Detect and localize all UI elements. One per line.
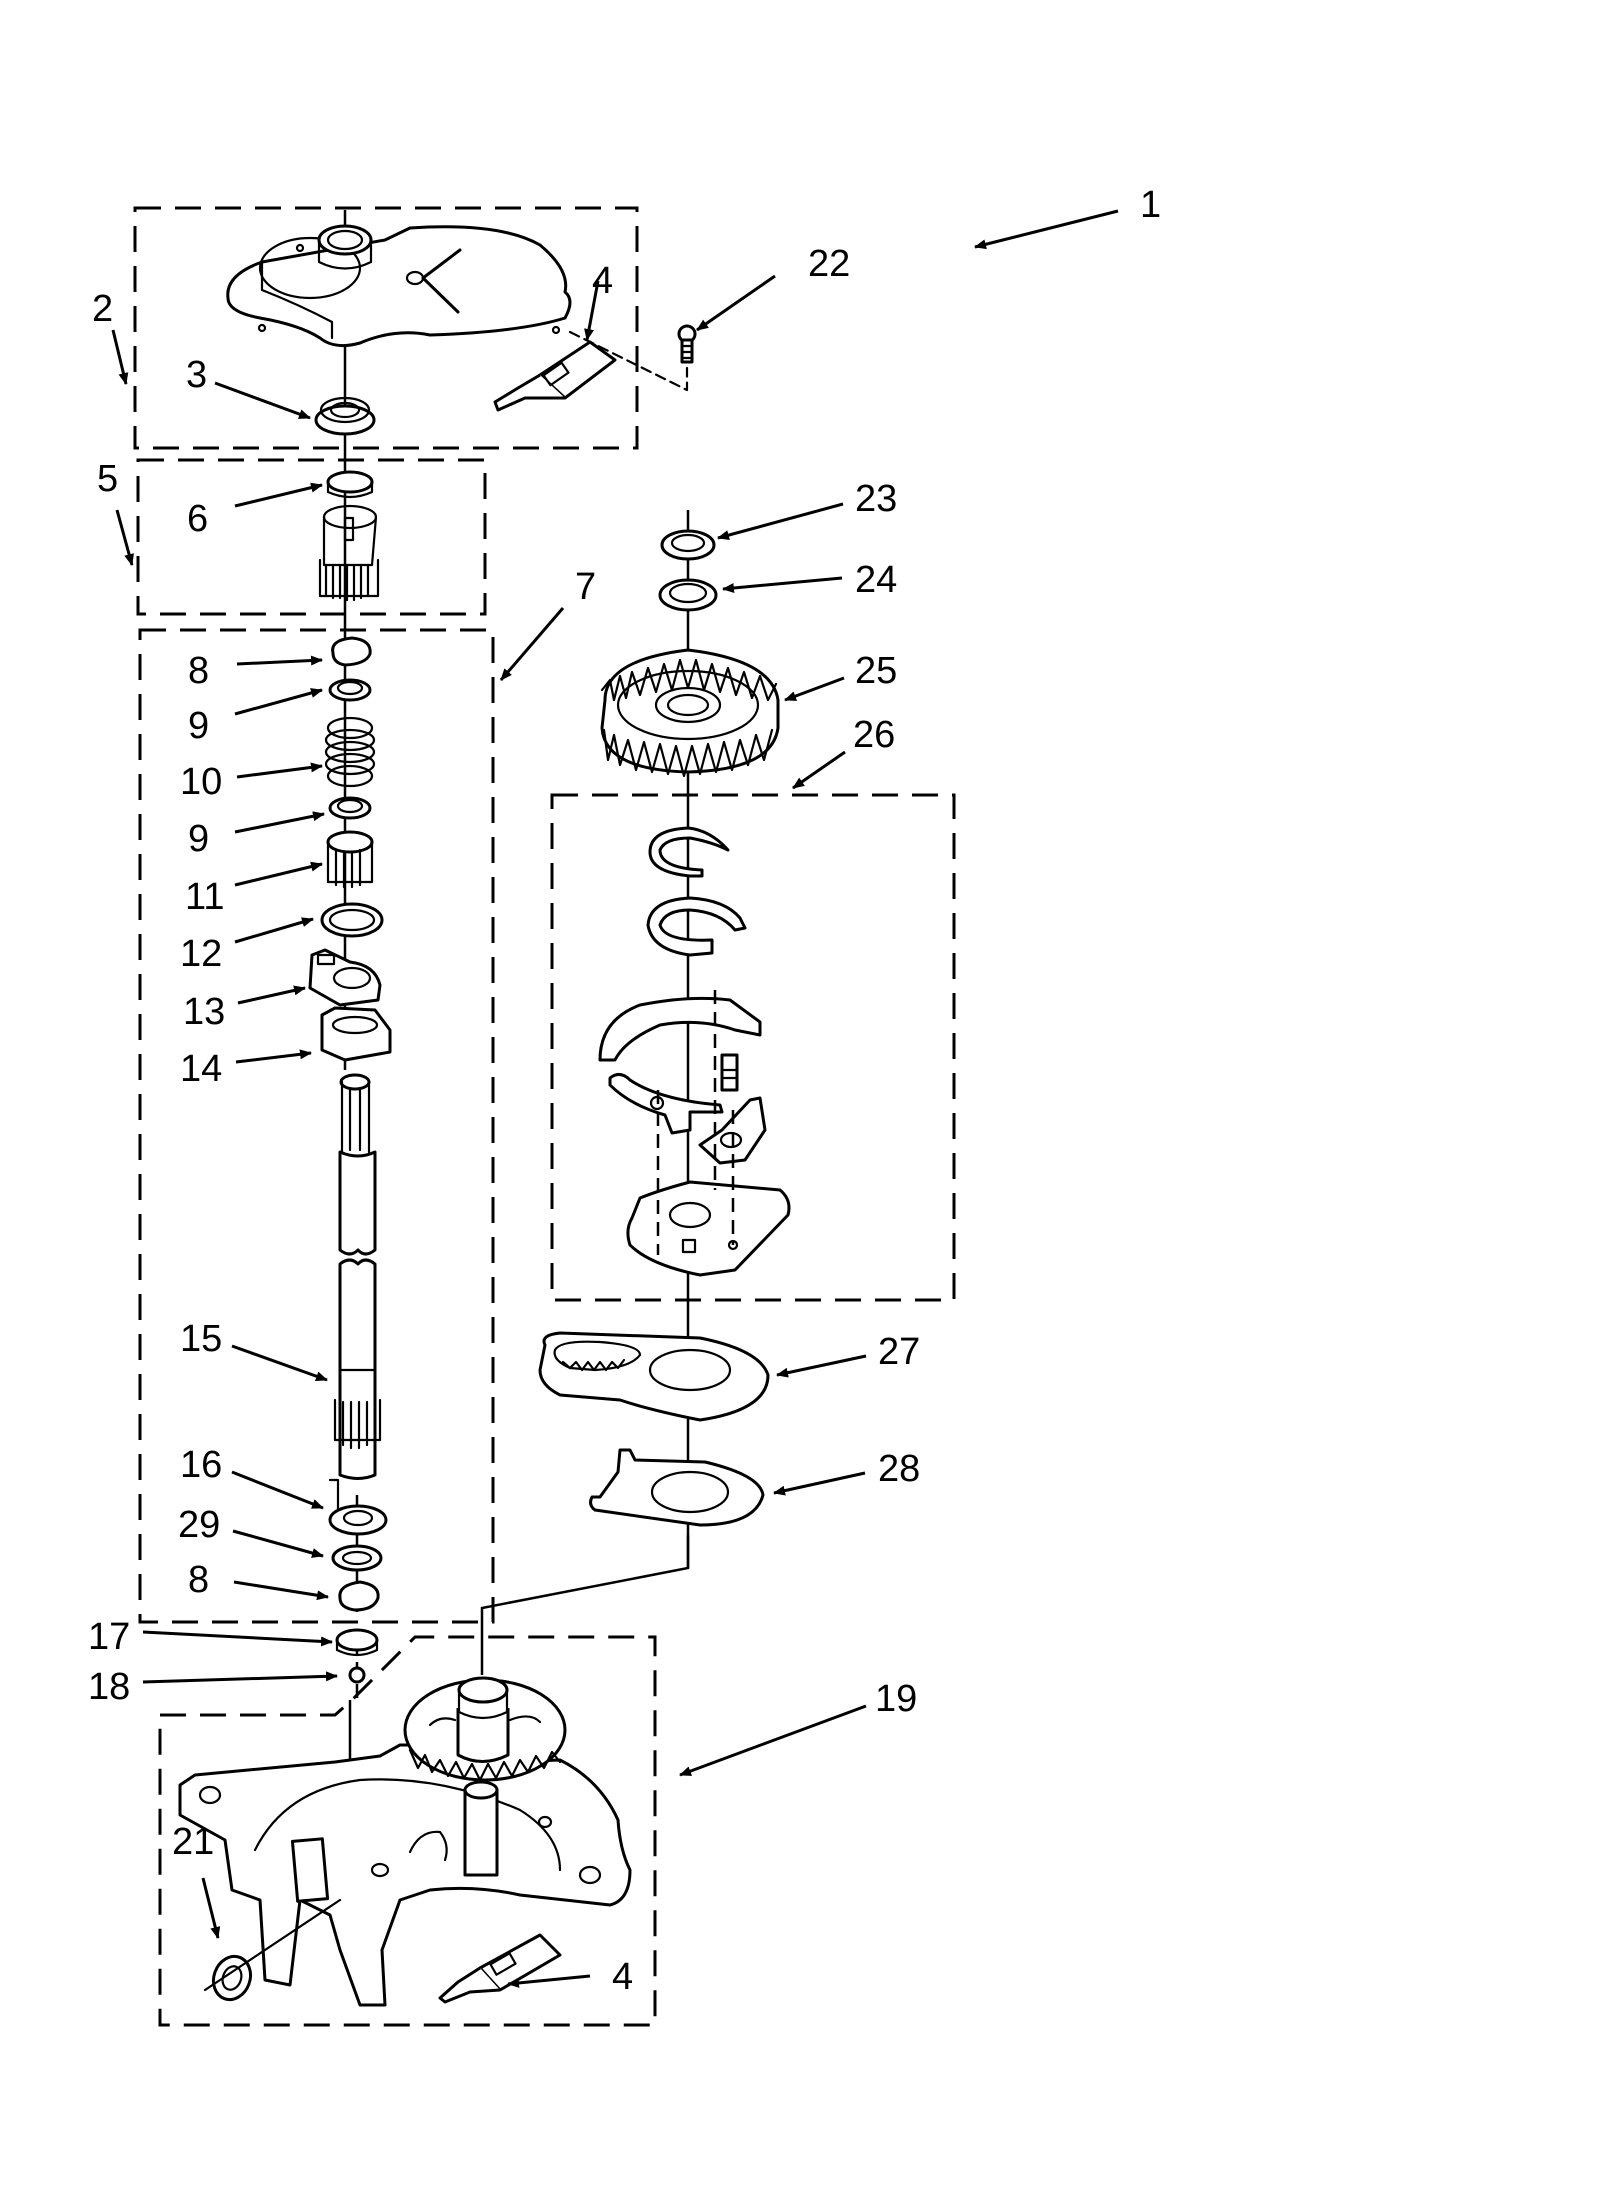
part-washer-16 <box>328 1478 388 1536</box>
part-gear-11 <box>326 830 374 889</box>
part-spring-10 <box>324 716 376 788</box>
part-brake-arm <box>608 1073 724 1135</box>
callout-26: 26 <box>853 714 896 756</box>
callout-23: 23 <box>855 478 898 520</box>
callout-17: 17 <box>88 1616 131 1658</box>
part-ring-23 <box>660 529 716 561</box>
connector-line <box>480 1535 690 1675</box>
callout-4-bottom: 4 <box>612 1956 634 1998</box>
part-clutch-14 <box>320 1006 392 1062</box>
part-pinion-6 <box>318 470 380 602</box>
callout-16: 16 <box>180 1444 223 1486</box>
callout-1: 1 <box>1140 184 1162 226</box>
part-cap-17 <box>335 1628 379 1657</box>
callout-21: 21 <box>172 1821 215 1863</box>
callout-9-bottom: 9 <box>188 818 210 860</box>
group-box-7 <box>138 628 495 1624</box>
group-box-5 <box>136 458 487 616</box>
part-gear-25 <box>600 648 780 778</box>
callout-2: 2 <box>92 288 114 330</box>
part-grease-tube-bottom <box>438 1933 562 2004</box>
part-gearcase-cover <box>226 224 572 348</box>
part-clip-8-top <box>331 636 372 667</box>
part-shaft-15 <box>333 1073 382 1480</box>
part-ball-18 <box>348 1666 366 1684</box>
callout-22: 22 <box>808 243 851 285</box>
callout-25: 25 <box>855 650 898 692</box>
part-ring-12 <box>320 902 384 938</box>
group-box-19 <box>158 1635 657 2027</box>
part-fork-28 <box>589 1448 765 1527</box>
leader-arrows <box>111 209 1119 1988</box>
callout-18: 18 <box>88 1666 131 1708</box>
part-cam-13 <box>308 948 382 1007</box>
screw-leader <box>568 330 689 392</box>
callout-3: 3 <box>186 354 208 396</box>
callout-24: 24 <box>855 559 898 601</box>
part-brake-pin <box>720 1053 739 1092</box>
callout-19: 19 <box>875 1678 918 1720</box>
callout-13: 13 <box>183 991 226 1033</box>
callout-10: 10 <box>180 761 223 803</box>
part-lever-27 <box>538 1331 770 1422</box>
part-seal-3 <box>314 396 376 436</box>
callout-8-top: 8 <box>188 650 210 692</box>
part-brake-lever <box>598 996 762 1062</box>
part-grease-tube-top <box>493 340 617 412</box>
callout-28: 28 <box>878 1448 921 1490</box>
part-drive-gear-19 <box>403 1676 567 1782</box>
callout-7: 7 <box>575 566 597 608</box>
part-washer-9-top <box>328 678 372 702</box>
callout-15: 15 <box>180 1318 223 1360</box>
callout-9-top: 9 <box>188 705 210 747</box>
callout-4-top: 4 <box>592 260 614 302</box>
part-brake-spring-ring <box>648 826 730 878</box>
callout-27: 27 <box>878 1331 921 1373</box>
part-gearcase-base-19 <box>178 1743 632 2007</box>
callout-29: 29 <box>178 1504 221 1546</box>
group-box-26 <box>550 793 956 1302</box>
callout-8-bottom: 8 <box>188 1559 210 1601</box>
callout-6: 6 <box>187 498 209 540</box>
part-brake-plate <box>626 990 791 1277</box>
part-washer-24 <box>658 578 718 612</box>
group-box-2 <box>133 206 639 450</box>
callout-14: 14 <box>180 1048 223 1090</box>
part-screw-22 <box>677 324 697 364</box>
callout-12: 12 <box>180 933 223 975</box>
part-seal-21 <box>203 1898 342 2002</box>
callout-11: 11 <box>185 876 225 918</box>
part-washer-9-bottom <box>328 796 372 820</box>
part-washer-29 <box>331 1544 383 1572</box>
part-brake-band <box>646 896 747 957</box>
part-clip-8-bottom <box>338 1580 380 1612</box>
callout-5: 5 <box>97 458 119 500</box>
